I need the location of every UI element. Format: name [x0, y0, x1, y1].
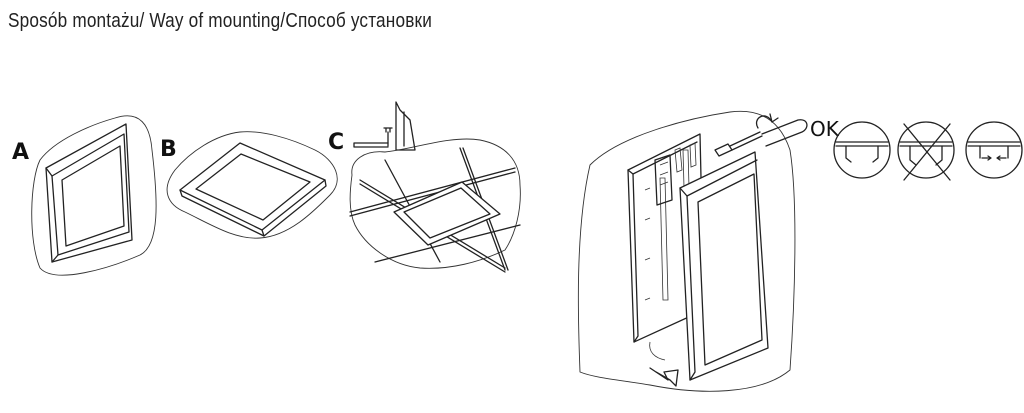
recessed-ceiling-illustration — [349, 101, 521, 273]
option-c-label: C — [328, 130, 345, 155]
ok-label: OK — [810, 117, 839, 141]
option-a-label: A — [12, 140, 30, 165]
flat-panel-illustration — [166, 131, 338, 239]
option-b-label: B — [160, 137, 177, 162]
clip-detail-correct-2 — [965, 121, 1023, 179]
clip-detail-incorrect — [897, 121, 955, 181]
clip-detail-correct-1 — [833, 121, 891, 179]
wall-mount-illustration — [577, 110, 808, 392]
surface-mount-illustration — [31, 115, 157, 276]
page-title: Sposób montażu/ Way of mounting/Способ у… — [8, 10, 432, 32]
